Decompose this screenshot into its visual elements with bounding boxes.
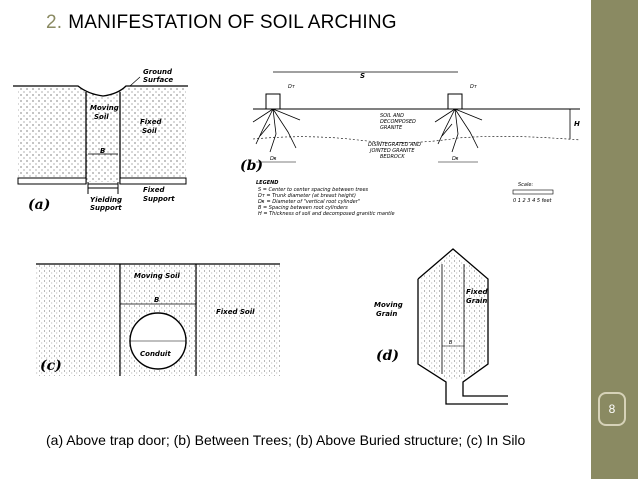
figure-a-moving-soil-1: Moving bbox=[90, 104, 119, 112]
figure-b-tree-left bbox=[265, 93, 281, 110]
figure-b-legend-5: H = Thickness of soil and decomposed gra… bbox=[258, 211, 395, 217]
figure-a-fixed-support-2: Support bbox=[143, 195, 175, 203]
soil-arching-diagram: B Ground Surface Moving Soil Fixed Soil … bbox=[13, 68, 581, 405]
figure-a-moving-soil-2: Soil bbox=[94, 113, 109, 121]
figure-b-bedrock-note-2: JOINTED GRANITE bbox=[369, 148, 415, 154]
figure-d-fixed-grain-1: Fixed bbox=[466, 288, 488, 296]
figure-b-legend-3: Dʀ = Diameter of "vertical root cylinder… bbox=[258, 199, 360, 205]
figure-a-soil bbox=[18, 86, 186, 182]
figure-b-panel-label: (b) bbox=[240, 158, 263, 174]
figure-b-height-label: H bbox=[574, 120, 580, 128]
figure-d-silo-outline bbox=[417, 248, 508, 405]
figure-b-soil-note-1: SOIL AND bbox=[380, 113, 404, 119]
figure-d-grain bbox=[420, 252, 486, 380]
figure-b-legend-title: LEGEND bbox=[256, 180, 278, 186]
title-text: MANIFESTATION OF SOIL ARCHING bbox=[68, 12, 397, 33]
figure-c-moving-soil: Moving Soil bbox=[134, 272, 180, 280]
figure-a-fixed-soil-2: Soil bbox=[142, 127, 157, 135]
soil-arching-figure: B Ground Surface Moving Soil Fixed Soil … bbox=[8, 64, 586, 414]
slide-title: 2.MANIFESTATION OF SOIL ARCHING bbox=[46, 12, 397, 34]
figure-c-conduit-label: Conduit bbox=[140, 350, 171, 358]
figure-b-roots bbox=[252, 108, 483, 153]
figure-d-panel-label: (d) bbox=[376, 348, 399, 364]
figure-b-trunk-label-left: Dᴛ bbox=[288, 84, 296, 90]
figure-caption: (a) Above trap door; (b) Between Trees; … bbox=[46, 432, 526, 448]
figure-a-trap-door bbox=[87, 183, 119, 189]
figure-b-root-label-left: Dʀ bbox=[270, 156, 277, 162]
page-number: 8 bbox=[598, 392, 626, 426]
figure-b-scale-title: Scale: bbox=[518, 182, 533, 188]
figure-a-fixed-support-left bbox=[17, 177, 87, 185]
figure-b-soil-note-3: GRANITE bbox=[380, 125, 403, 131]
figure-d-fixed-grain-2: Grain bbox=[466, 297, 487, 305]
figure-a-ground-label-2: Surface bbox=[143, 76, 173, 84]
figure-b-spacing-label: S bbox=[360, 72, 365, 80]
figure-b-scale-bar bbox=[512, 189, 554, 195]
figure-c: B Conduit Moving Soil Fixed Soil (c) bbox=[36, 263, 280, 376]
figure-a-width-label: B bbox=[100, 147, 105, 155]
page-number-text: 8 bbox=[608, 402, 616, 416]
figure-b-soil-note-2: DECOMPOSED bbox=[380, 119, 416, 125]
figure-a-ground-line bbox=[13, 85, 188, 97]
figure-d-moving-grain-1: Moving bbox=[374, 301, 403, 309]
figure-b-legend-1: S = Center to center spacing between tre… bbox=[258, 187, 369, 193]
figure-b-bedrock-note-3: BEDROCK bbox=[380, 154, 405, 160]
figure-a: B Ground Surface Moving Soil Fixed Soil … bbox=[13, 68, 188, 213]
figure-d: B Moving Grain Fixed Grain (d) bbox=[374, 248, 508, 405]
figure-a-ground-label-1: Ground bbox=[143, 68, 173, 76]
figure-a-fixed-support-right bbox=[119, 177, 187, 185]
figure-b-bedrock-note-1: DISINTEGRATED AND bbox=[368, 142, 421, 148]
figure-b-legend-2: Dᴛ = Trunk diameter (at breast height) bbox=[258, 193, 356, 199]
figure-c-panel-label: (c) bbox=[40, 358, 62, 374]
figure-c-fixed-soil: Fixed Soil bbox=[216, 308, 255, 316]
figure-a-fixed-soil-1: Fixed bbox=[140, 118, 162, 126]
figure-b-bedrock-line bbox=[252, 136, 581, 143]
figure-d-width-label: B bbox=[449, 340, 453, 346]
figure-b-root-label-right: Dʀ bbox=[452, 156, 459, 162]
figure-a-yielding-1: Yielding bbox=[90, 196, 122, 204]
figure-b-scale-text: 0 1 2 3 4 5 feet bbox=[513, 198, 553, 204]
title-number: 2. bbox=[46, 12, 63, 33]
figure-a-panel-label: (a) bbox=[28, 197, 50, 213]
figure-a-yielding-2: Support bbox=[90, 204, 122, 212]
figure-b-tree-right bbox=[447, 93, 463, 110]
figure-c-width-label: B bbox=[154, 296, 159, 304]
figure-d-moving-grain-2: Grain bbox=[376, 310, 397, 318]
figure-b-trunk-label-right: Dᴛ bbox=[470, 84, 478, 90]
figure-a-fixed-support-1: Fixed bbox=[143, 186, 165, 194]
figure-b: S Dᴛ Dᴛ H SOIL AND DECOMPOSED GRANITE DI… bbox=[240, 71, 581, 217]
figure-b-legend-4: B = Spacing between root cylinders bbox=[258, 205, 348, 211]
